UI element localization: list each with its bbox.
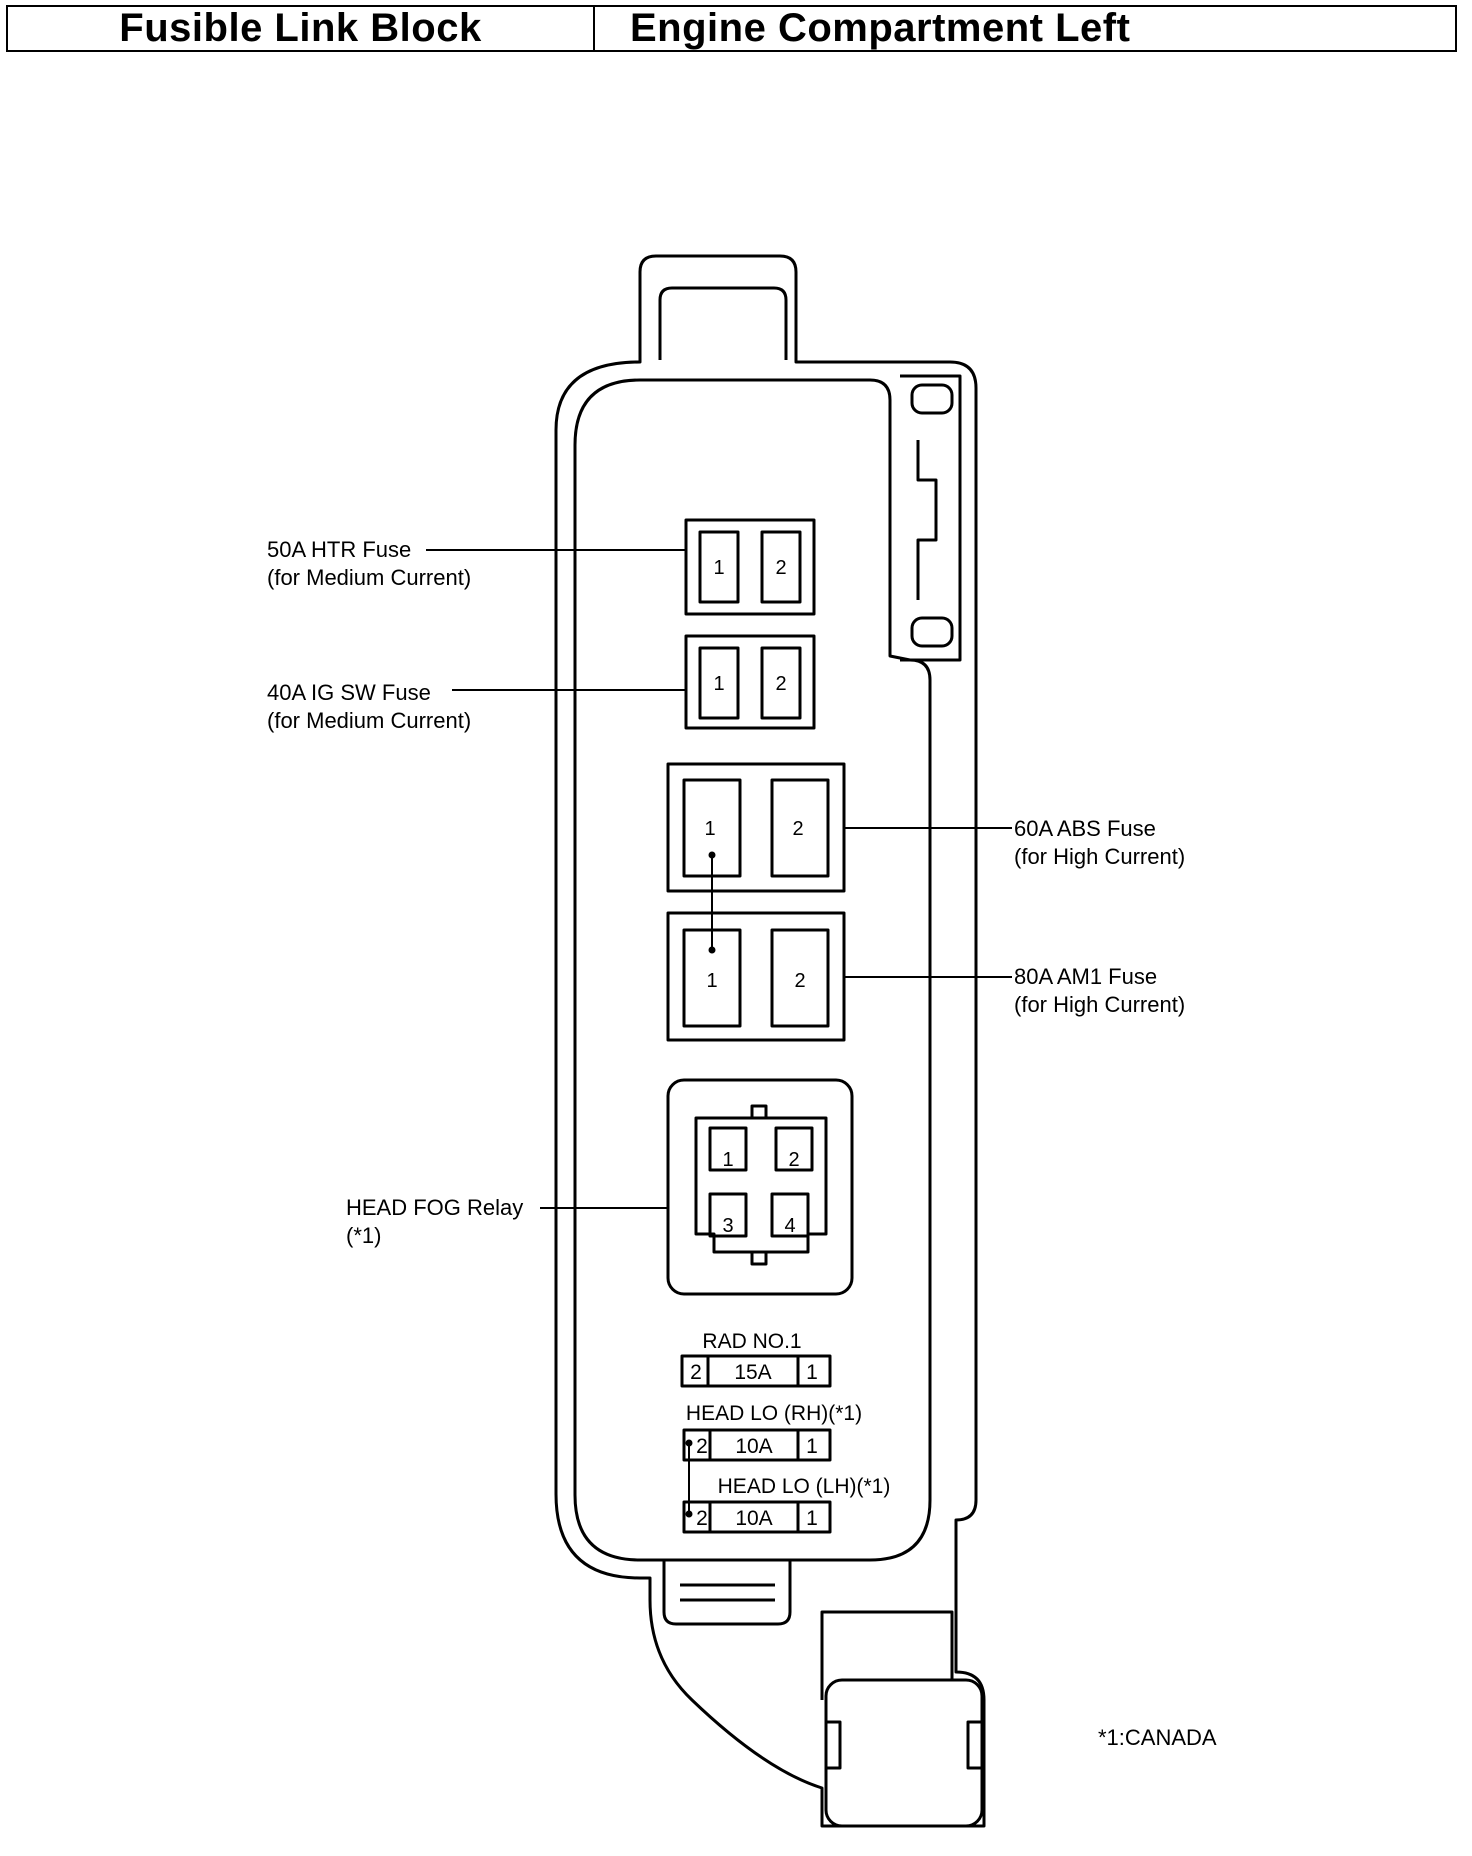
head-lo-rh-pin-right: 1 bbox=[806, 1435, 818, 1458]
am1-fuse-sublabel: (for High Current) bbox=[1014, 992, 1185, 1017]
head-lo-rh-link-dot bbox=[685, 1439, 693, 1447]
head-lo-rh-pin-left: 2 bbox=[696, 1435, 708, 1458]
head-fog-relay bbox=[666, 1078, 854, 1296]
latch-step bbox=[916, 440, 938, 600]
latch-slot-top bbox=[910, 383, 954, 415]
fog-relay-sublabel: (*1) bbox=[346, 1223, 381, 1248]
igsw-pin-1: 1 bbox=[713, 673, 724, 695]
relay-pin-4: 4 bbox=[784, 1215, 795, 1237]
abs-pin-1: 1 bbox=[704, 818, 715, 840]
am1-fuse-label: 80A AM1 Fuse bbox=[1014, 964, 1157, 989]
htr-pin-2: 2 bbox=[775, 557, 786, 579]
igsw-fuse bbox=[684, 634, 816, 730]
rad-no1-fuse bbox=[680, 1354, 832, 1388]
head-lo-rh-label: HEAD LO (RH)(*1) bbox=[686, 1402, 862, 1425]
connector-body bbox=[820, 1610, 954, 1700]
abs-pin-2: 2 bbox=[792, 818, 803, 840]
connector-clip-left bbox=[824, 1720, 842, 1770]
title-bar: Fusible Link Block Engine Compartment Le… bbox=[6, 5, 1457, 52]
abs-fuse-label: 60A ABS Fuse bbox=[1014, 816, 1156, 841]
fog-relay-label: HEAD FOG Relay bbox=[346, 1195, 523, 1220]
footnote: *1:CANADA bbox=[1098, 1725, 1217, 1750]
location-title: Engine Compartment Left bbox=[630, 6, 1131, 50]
top-tab bbox=[658, 286, 788, 360]
housing-inner-face bbox=[573, 378, 932, 1562]
htr-fuse bbox=[684, 518, 816, 616]
htr-fuse-label: 50A HTR Fuse bbox=[267, 537, 411, 562]
igsw-fuse-sublabel: (for Medium Current) bbox=[267, 708, 471, 733]
block-title: Fusible Link Block bbox=[8, 6, 595, 50]
rad-no1-pin-right: 1 bbox=[806, 1361, 818, 1384]
head-lo-lh-pin-right: 1 bbox=[806, 1507, 818, 1530]
head-lo-lh-rating: 10A bbox=[735, 1507, 772, 1530]
housing-outline bbox=[554, 254, 986, 1828]
abs-fuse-sublabel: (for High Current) bbox=[1014, 844, 1185, 869]
head-lo-lh-link-dot bbox=[685, 1510, 693, 1518]
head-lo-lh-label: HEAD LO (LH)(*1) bbox=[718, 1475, 891, 1498]
bottom-tab bbox=[662, 1560, 792, 1626]
connector-plug bbox=[824, 1678, 984, 1828]
rad-no1-pin-left: 2 bbox=[690, 1361, 702, 1384]
head-lo-rh-rating: 10A bbox=[735, 1435, 772, 1458]
igsw-pin-2: 2 bbox=[775, 673, 786, 695]
abs-fuse bbox=[666, 762, 846, 893]
right-latch bbox=[900, 374, 962, 662]
head-lo-lh-pin-left: 2 bbox=[696, 1507, 708, 1530]
am1-pin-2: 2 bbox=[794, 970, 805, 992]
relay-pin-3: 3 bbox=[722, 1215, 733, 1237]
am1-pin-1: 1 bbox=[706, 970, 717, 992]
relay-pin-1: 1 bbox=[722, 1149, 733, 1171]
abs-link-dot bbox=[708, 851, 716, 859]
head-lo-rh-fuse bbox=[682, 1428, 832, 1462]
connector-clip-right bbox=[966, 1720, 984, 1770]
htr-pin-1: 1 bbox=[713, 557, 724, 579]
relay-pin-2: 2 bbox=[788, 1149, 799, 1171]
head-lo-lh-fuse bbox=[682, 1500, 832, 1534]
am1-link-dot bbox=[708, 946, 716, 954]
am1-fuse bbox=[666, 911, 846, 1042]
igsw-fuse-label: 40A IG SW Fuse bbox=[267, 680, 431, 705]
htr-fuse-sublabel: (for Medium Current) bbox=[267, 565, 471, 590]
rad-no1-label: RAD NO.1 bbox=[702, 1330, 801, 1353]
latch-slot-bottom bbox=[910, 616, 954, 648]
rad-no1-rating: 15A bbox=[734, 1361, 771, 1384]
